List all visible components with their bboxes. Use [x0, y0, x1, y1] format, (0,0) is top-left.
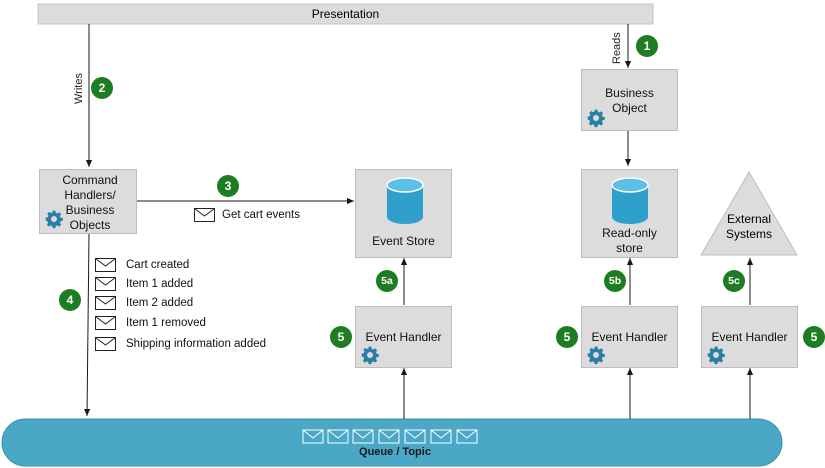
envelope-icon: [95, 296, 116, 310]
envelope-icon: [302, 429, 324, 444]
external-systems-label: External Systems: [725, 212, 772, 241]
queue-envelope-icons: [302, 429, 478, 444]
event-handler-label: Event Handler: [711, 330, 788, 344]
step-badge-5b: 5b: [604, 270, 626, 292]
step-badge-5: 5: [803, 326, 825, 348]
envelope-icon: [456, 429, 478, 444]
envelope-icon: [327, 429, 349, 444]
business-object-box: Business Object: [581, 69, 678, 131]
event-list-item: Item 2 added: [95, 295, 193, 311]
event-handler-label: Event Handler: [365, 330, 442, 344]
event-list-item: Cart created: [95, 257, 189, 273]
command-handlers-box: Command Handlers/ Business Objects: [39, 169, 137, 234]
database-icon: [386, 177, 424, 224]
presentation-bar: [37, 3, 654, 25]
gear-icon: [361, 346, 379, 365]
gear-icon: [707, 346, 725, 365]
envelope-icon: [430, 429, 452, 444]
presentation-label: Presentation: [311, 7, 380, 21]
gear-icon: [587, 346, 605, 365]
gear-icon: [45, 210, 63, 229]
event-store-box: Event Store: [355, 169, 452, 258]
event-list-item: Shipping information added: [95, 336, 266, 352]
event-label: Shipping information added: [126, 338, 267, 350]
read-only-store-label: Read-only store: [602, 226, 657, 255]
envelope-icon: [95, 258, 116, 272]
event-label: Cart created: [126, 259, 190, 271]
step-badge-5c: 5c: [723, 270, 745, 292]
command-handlers-label: Command Handlers/ Business Objects: [62, 173, 118, 232]
event-label: Item 1 removed: [126, 317, 206, 329]
step-badge-3: 3: [217, 175, 239, 197]
step-badge-4: 4: [59, 289, 81, 311]
step-badge-5a: 5a: [376, 270, 398, 292]
envelope-icon: [95, 277, 116, 291]
event-handler-label: Event Handler: [591, 330, 668, 344]
writes-label: Writes: [73, 73, 85, 104]
business-object-label: Business Object: [605, 86, 654, 115]
publish-events-arrow: [83, 233, 91, 417]
queue-topic-label: Queue / Topic: [359, 446, 431, 458]
envelope-icon: [194, 208, 215, 222]
event-list-item: Item 1 removed: [95, 315, 206, 331]
read-only-store-box: Read-only store: [581, 169, 678, 258]
get-cart-events-label: Get cart events: [222, 209, 300, 221]
envelope-icon: [95, 316, 116, 330]
event-list-item: Item 1 added: [95, 276, 193, 292]
step-badge-1: 1: [636, 35, 658, 57]
step-badge-2: 2: [91, 77, 113, 99]
step-badge-5: 5: [330, 326, 352, 348]
envelope-icon: [95, 337, 116, 351]
event-label: Item 2 added: [126, 297, 194, 309]
event-handler-box-2: Event Handler: [581, 306, 678, 368]
reads-label: Reads: [611, 32, 623, 64]
database-icon: [611, 177, 649, 224]
event-store-label: Event Store: [372, 234, 435, 248]
envelope-icon: [352, 429, 374, 444]
gear-icon: [587, 109, 605, 128]
external-systems-shape: [700, 171, 798, 256]
step-badge-5: 5: [556, 326, 578, 348]
envelope-icon: [404, 429, 426, 444]
event-label: Item 1 added: [126, 278, 194, 290]
event-handler-box-1: Event Handler: [355, 306, 452, 368]
event-handler-box-3: Event Handler: [701, 306, 798, 368]
envelope-icon: [378, 429, 400, 444]
get-cart-events-message: Get cart events: [194, 207, 300, 223]
